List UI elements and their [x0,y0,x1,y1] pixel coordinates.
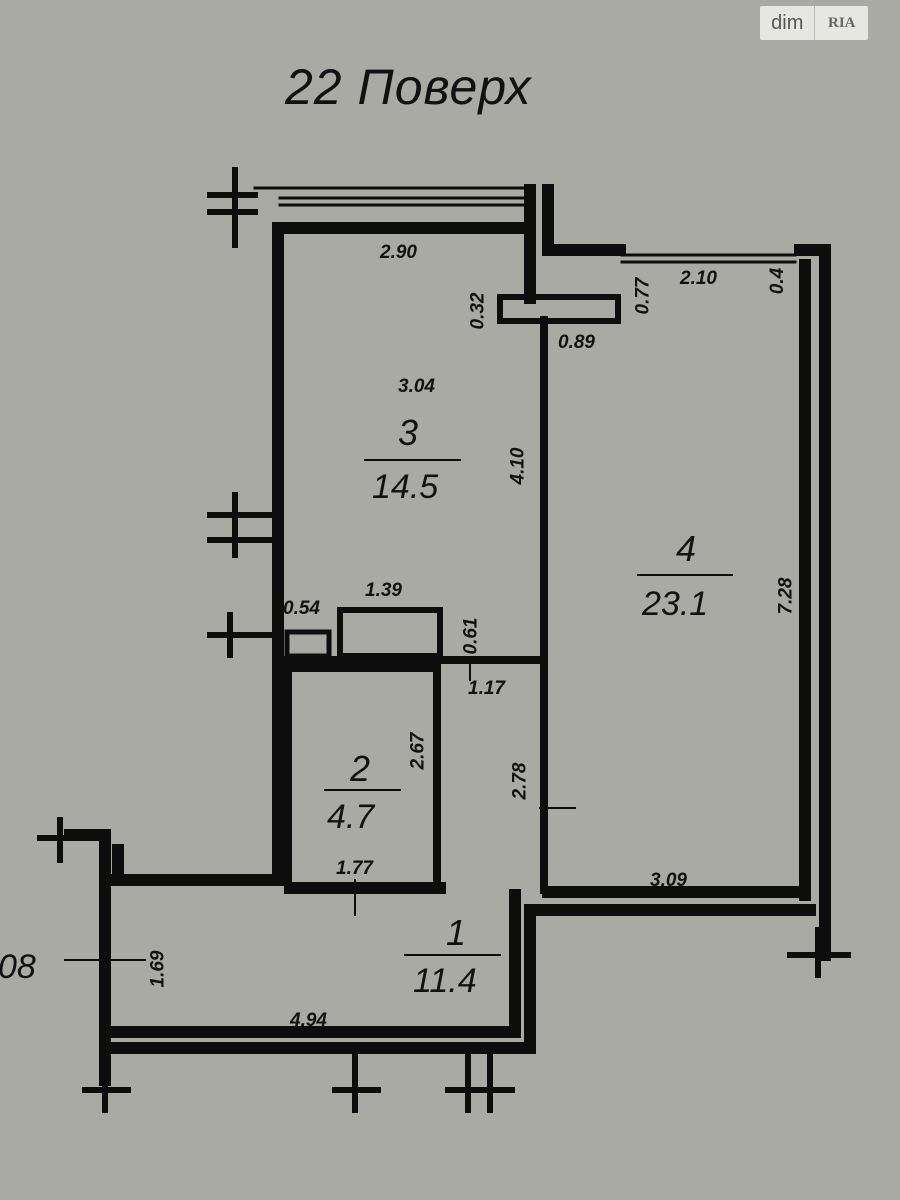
dim-label: 3.09 [650,870,687,891]
dim-label: 2.67 [407,732,429,770]
dim-label: 4.94 [290,1010,327,1031]
dimension-ticks [64,659,576,961]
dim-label: 0.4 [767,267,789,295]
watermark-ria: RIA [827,14,856,31]
column-bump [497,294,621,324]
room-4-number: 4 [676,528,697,569]
dim-label: 1.77 [336,858,373,879]
dim-label: 7.28 [775,577,797,615]
dim-label: 1.17 [468,678,505,699]
partitions [284,316,548,894]
dim-label: 0.32 [467,292,489,330]
niche [284,629,332,659]
room-1-area: 11.4 [413,962,477,1000]
dimria-watermark: dim RIA [760,6,868,40]
dim-label: 2.90 [380,242,417,263]
dim-label: 1.69 [147,950,169,988]
dim-label: 2.78 [509,762,531,800]
balcony-railing-right [620,253,797,264]
closet [337,607,443,659]
dim-label: 0.61 [460,617,482,655]
dim-label: 2.10 [680,268,717,289]
wall-markers [37,167,851,1113]
room-3-number: 3 [398,412,419,453]
watermark-dim: dim [760,6,816,40]
room-4-area: 23.1 [642,585,709,623]
walls [64,184,831,1086]
balcony-railing-top [253,186,532,207]
room-3-area: 14.5 [372,468,439,506]
dim-label: 0.54 [283,598,320,619]
room-2-area: 4.7 [327,798,375,836]
area-fraction-lines [324,459,733,956]
dim-label: 4.10 [507,447,529,485]
dim-label-cut: 08 [0,948,36,986]
dim-label: 0.77 [632,277,654,315]
dim-label: 3.04 [398,376,435,397]
floor-title: 22 Поверх [285,59,532,115]
room-1-number: 1 [446,912,467,953]
room-2-number: 2 [350,748,371,789]
dim-label: 1.39 [365,580,402,601]
dim-label: 0.89 [558,332,595,353]
